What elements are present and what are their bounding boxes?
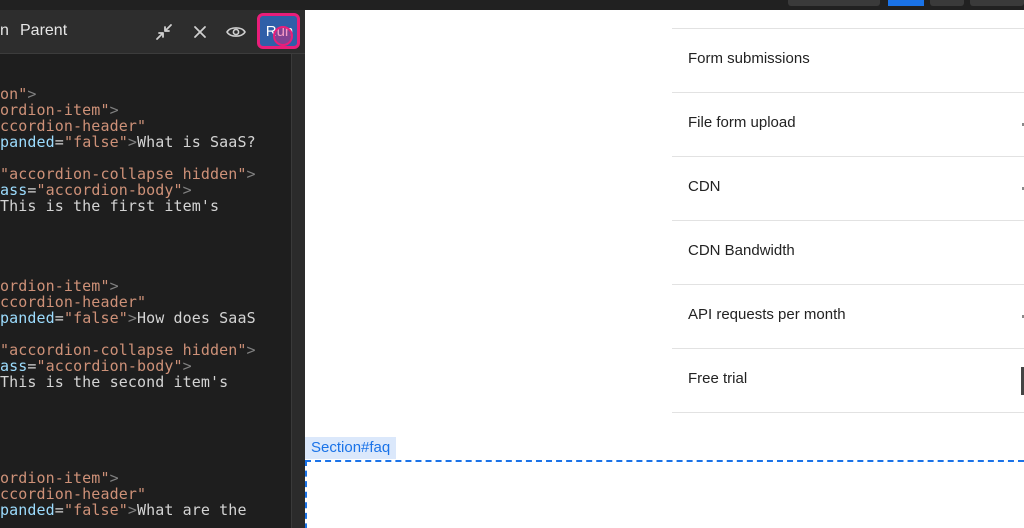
code-token: >	[109, 101, 119, 119]
code-token: "accordion-body"	[36, 357, 183, 375]
editor-tab-parent[interactable]: Parent	[20, 22, 68, 39]
top-tab-active[interactable]	[888, 0, 924, 6]
code-token: What are the	[137, 501, 247, 519]
feature-label: CDN	[688, 178, 721, 195]
code-token: "accordion-body"	[36, 181, 183, 199]
code-token: This is the second item's	[0, 373, 229, 391]
code-token: =	[54, 133, 64, 151]
code-token: >	[127, 133, 137, 151]
code-token: >	[127, 309, 137, 327]
code-line: ass="accordion-body">	[0, 357, 192, 375]
code-line: This is the first item's	[0, 197, 219, 215]
code-token: "false"	[63, 309, 128, 327]
code-line: "accordion-collapse hidden">	[0, 341, 256, 359]
code-line: ordion-item">	[0, 101, 119, 119]
code-token: ordion-item"	[0, 277, 110, 295]
cell-fragment	[1022, 187, 1024, 190]
code-line: ccordion-header"	[0, 485, 146, 503]
editor-toolbar: n Parent Run	[0, 10, 305, 54]
code-token: How does SaaS	[137, 309, 256, 327]
table-row: File form upload	[672, 93, 1024, 157]
feature-label: Free trial	[688, 370, 748, 387]
code-line: ccordion-header"	[0, 293, 146, 311]
feature-label: File form upload	[688, 114, 796, 131]
code-token: =	[54, 309, 64, 327]
button-fragment[interactable]	[1021, 367, 1024, 395]
code-token: ass	[0, 181, 28, 199]
eye-icon[interactable]	[224, 20, 248, 44]
code-token: =	[27, 181, 37, 199]
code-token: >	[127, 501, 137, 519]
top-tab[interactable]	[970, 0, 1024, 6]
code-token: This is the first item's	[0, 197, 220, 215]
close-icon[interactable]	[188, 20, 212, 44]
collapse-icon[interactable]	[152, 20, 176, 44]
top-tab[interactable]	[930, 0, 964, 6]
code-token: >	[246, 165, 256, 183]
code-token: "accordion-collapse hidden"	[0, 165, 247, 183]
code-token: panded	[0, 309, 55, 327]
editor-tab-fragment[interactable]: n	[0, 22, 9, 39]
top-bar	[0, 0, 1024, 10]
code-token: What is SaaS?	[137, 133, 256, 151]
code-line: ordion-item">	[0, 469, 119, 487]
code-token: >	[182, 357, 192, 375]
code-token: ordion-item"	[0, 101, 110, 119]
code-area[interactable]: on">ordion-item">ccordion-header"panded=…	[0, 54, 291, 528]
code-editor-panel: n Parent Run on">ordion-item">ccordion-h…	[0, 10, 305, 528]
run-button[interactable]: Run	[257, 13, 300, 49]
code-token: >	[109, 469, 119, 487]
code-line: This is the second item's	[0, 373, 228, 391]
code-line: panded="false">How does SaaS	[0, 309, 256, 327]
feature-label: CDN Bandwidth	[688, 242, 795, 259]
code-line: on">	[0, 85, 37, 103]
table-row: Form submissions	[672, 29, 1024, 93]
table-row: CDN Bandwidth	[672, 221, 1024, 285]
code-token: "accordion-collapse hidden"	[0, 341, 247, 359]
code-token: =	[27, 357, 37, 375]
code-token: ccordion-header"	[0, 293, 147, 311]
code-line: ass="accordion-body">	[0, 181, 192, 199]
code-line: ordion-item">	[0, 277, 119, 295]
code-token: ass	[0, 357, 28, 375]
code-line: panded="false">What is SaaS?	[0, 133, 256, 151]
table-row: CDN	[672, 157, 1024, 221]
table-row: Free trial	[672, 349, 1024, 413]
code-token: panded	[0, 501, 55, 519]
code-token: panded	[0, 133, 55, 151]
section-faq-outline[interactable]	[305, 460, 1024, 528]
feature-label: API requests per month	[688, 306, 846, 323]
code-token: ccordion-header"	[0, 485, 147, 503]
preview-pane: Form submissions File form upload CDN CD…	[305, 10, 1024, 528]
code-token: ccordion-header"	[0, 117, 147, 135]
table-row: API requests per month	[672, 285, 1024, 349]
code-line: panded="false">What are the	[0, 501, 247, 519]
feature-label: Form submissions	[688, 50, 810, 67]
code-line: "accordion-collapse hidden">	[0, 165, 256, 183]
code-token: =	[54, 501, 64, 519]
code-line: ccordion-header"	[0, 117, 146, 135]
code-token: on"	[0, 85, 28, 103]
code-token: "false"	[63, 133, 128, 151]
section-label-tag[interactable]: Section#faq	[305, 437, 397, 459]
code-token: >	[246, 341, 256, 359]
top-tab[interactable]	[788, 0, 880, 6]
code-token: >	[182, 181, 192, 199]
code-token: "false"	[63, 501, 128, 519]
editor-scrollbar[interactable]	[291, 54, 305, 528]
code-token: >	[27, 85, 37, 103]
code-token: ordion-item"	[0, 469, 110, 487]
code-token: >	[109, 277, 119, 295]
cell-fragment	[1022, 315, 1024, 318]
table-top-border	[672, 28, 1024, 29]
cursor-indicator	[273, 26, 293, 46]
cell-fragment	[1022, 123, 1024, 126]
